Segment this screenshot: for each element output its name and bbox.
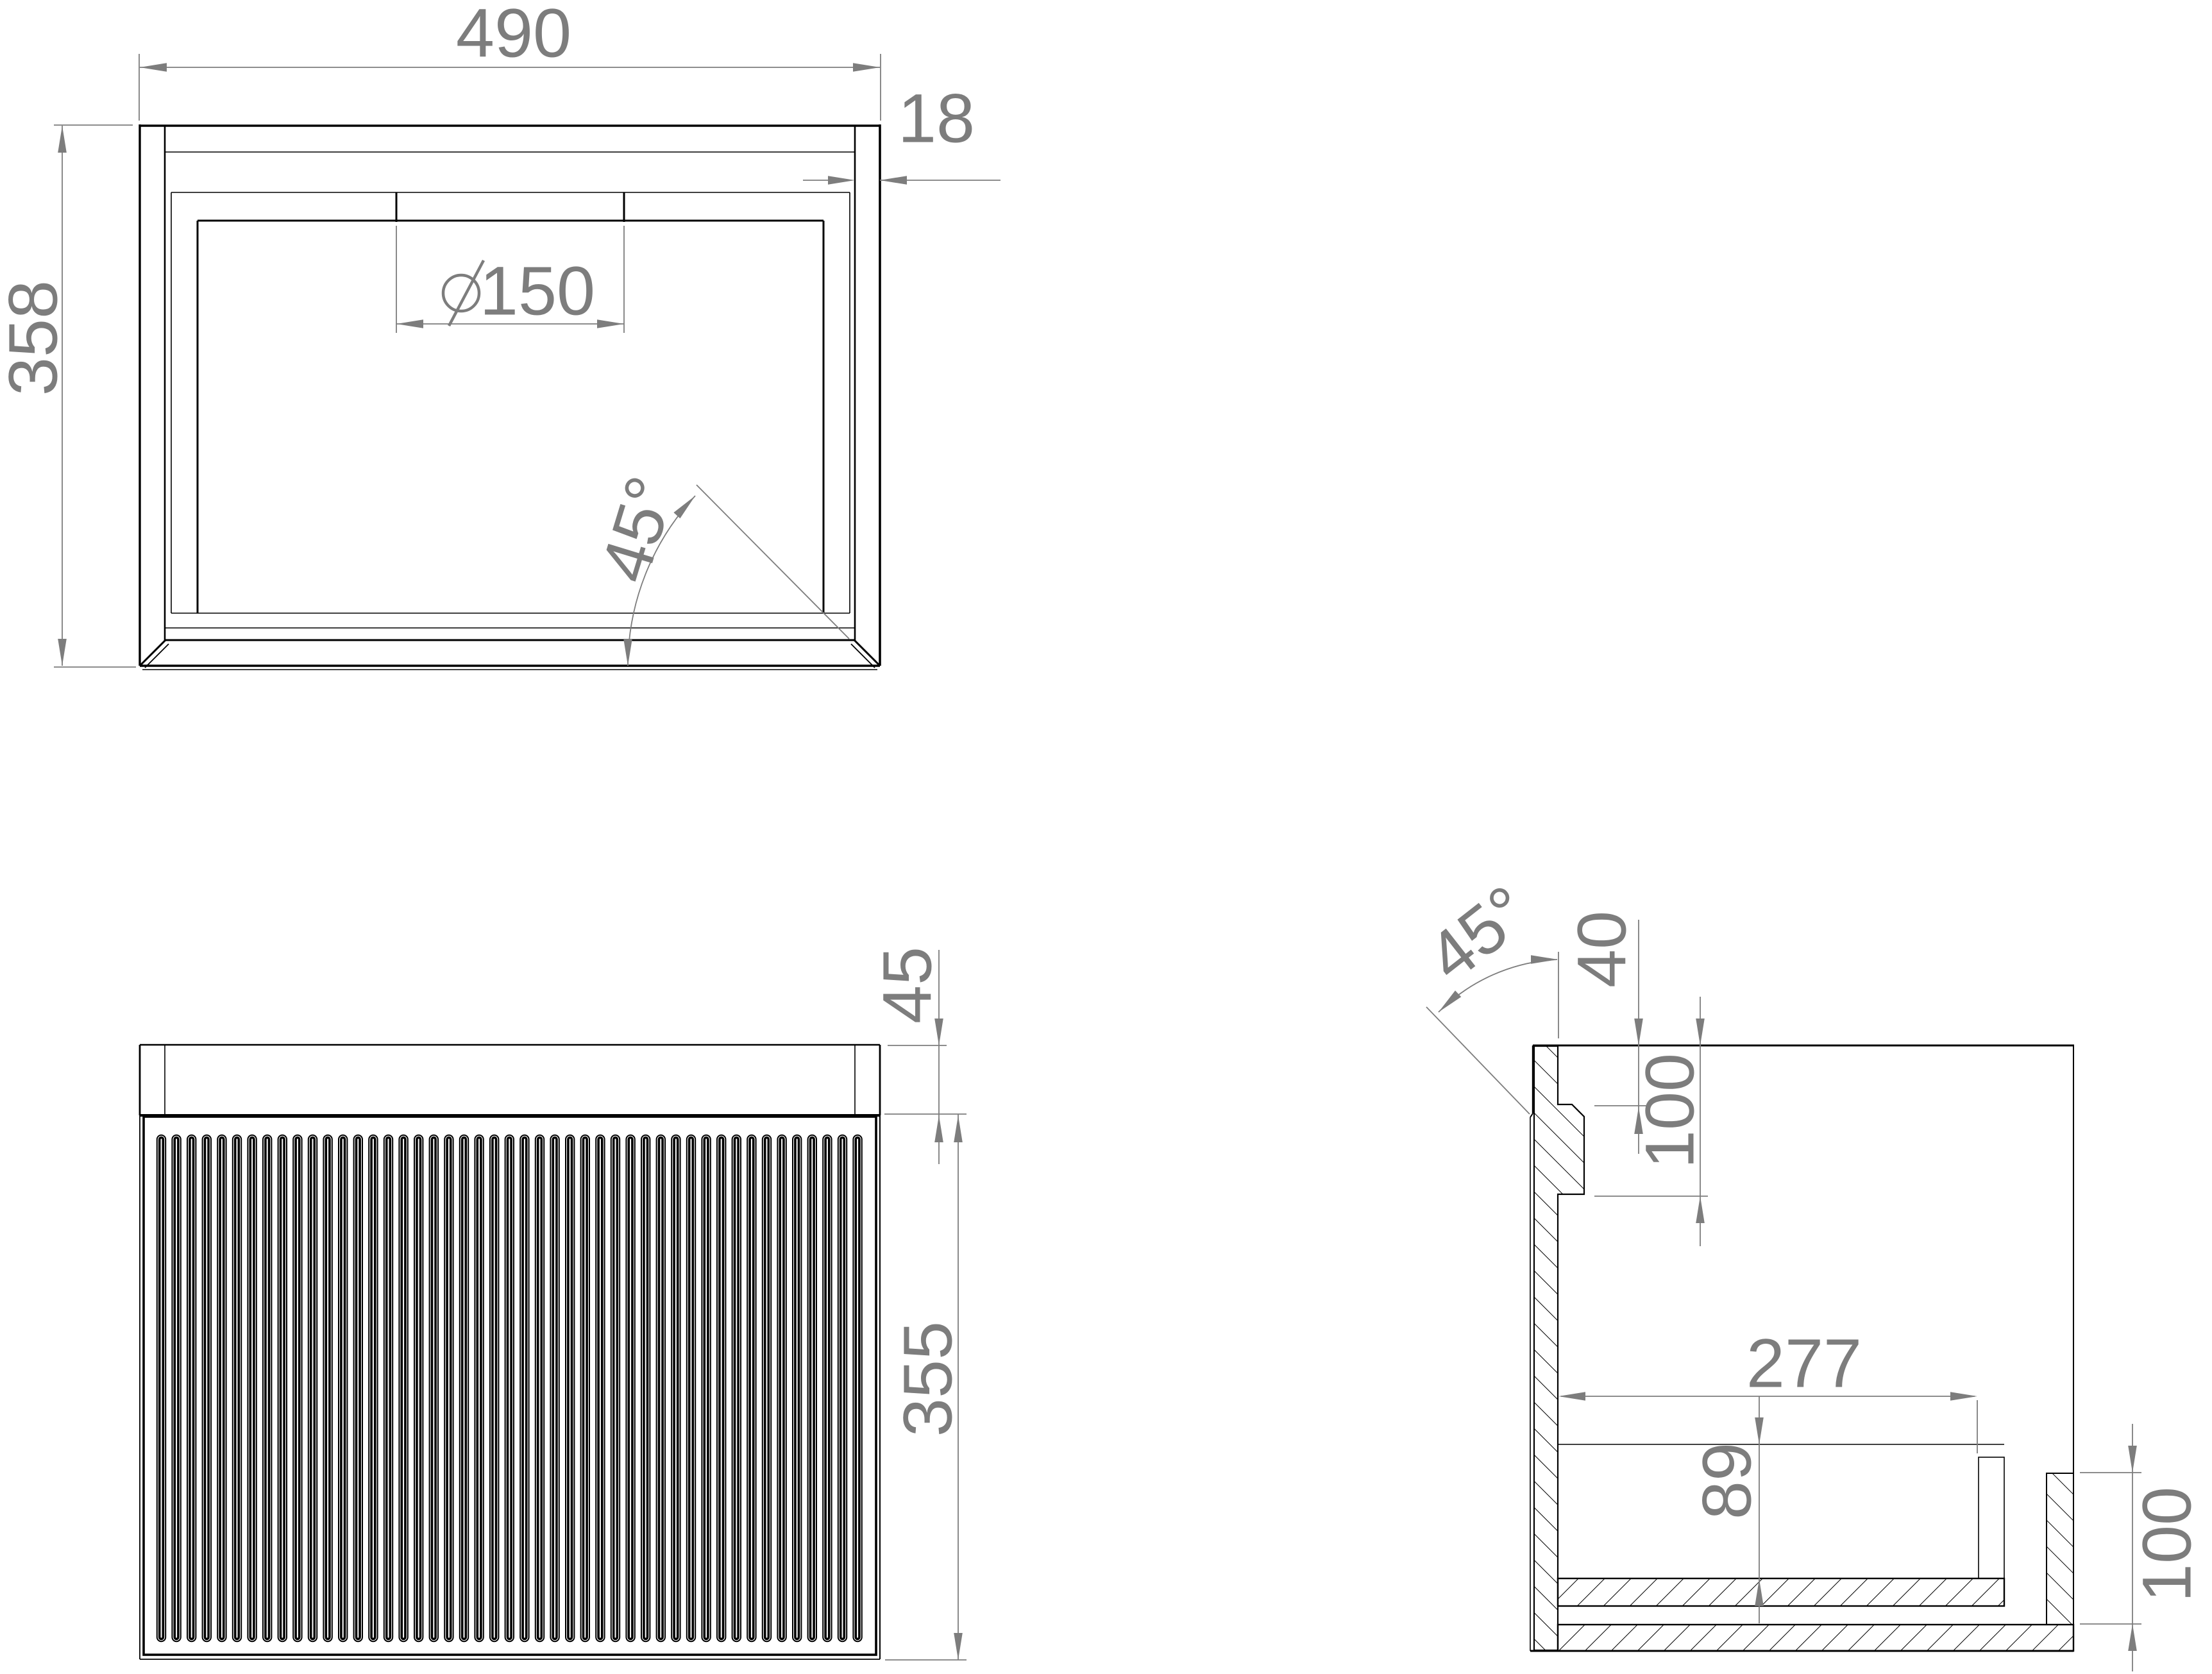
- svg-text:100: 100: [2128, 1487, 2206, 1602]
- svg-text:490: 490: [456, 0, 571, 72]
- svg-text:358: 358: [0, 280, 72, 396]
- svg-text:277: 277: [1746, 1324, 1862, 1402]
- svg-text:355: 355: [889, 1321, 967, 1437]
- svg-text:18: 18: [898, 80, 975, 157]
- svg-text:150: 150: [480, 252, 595, 330]
- svg-text:45: 45: [868, 947, 946, 1024]
- svg-text:40: 40: [1563, 911, 1641, 988]
- svg-text:100: 100: [1631, 1053, 1709, 1169]
- svg-text:89: 89: [1688, 1442, 1766, 1519]
